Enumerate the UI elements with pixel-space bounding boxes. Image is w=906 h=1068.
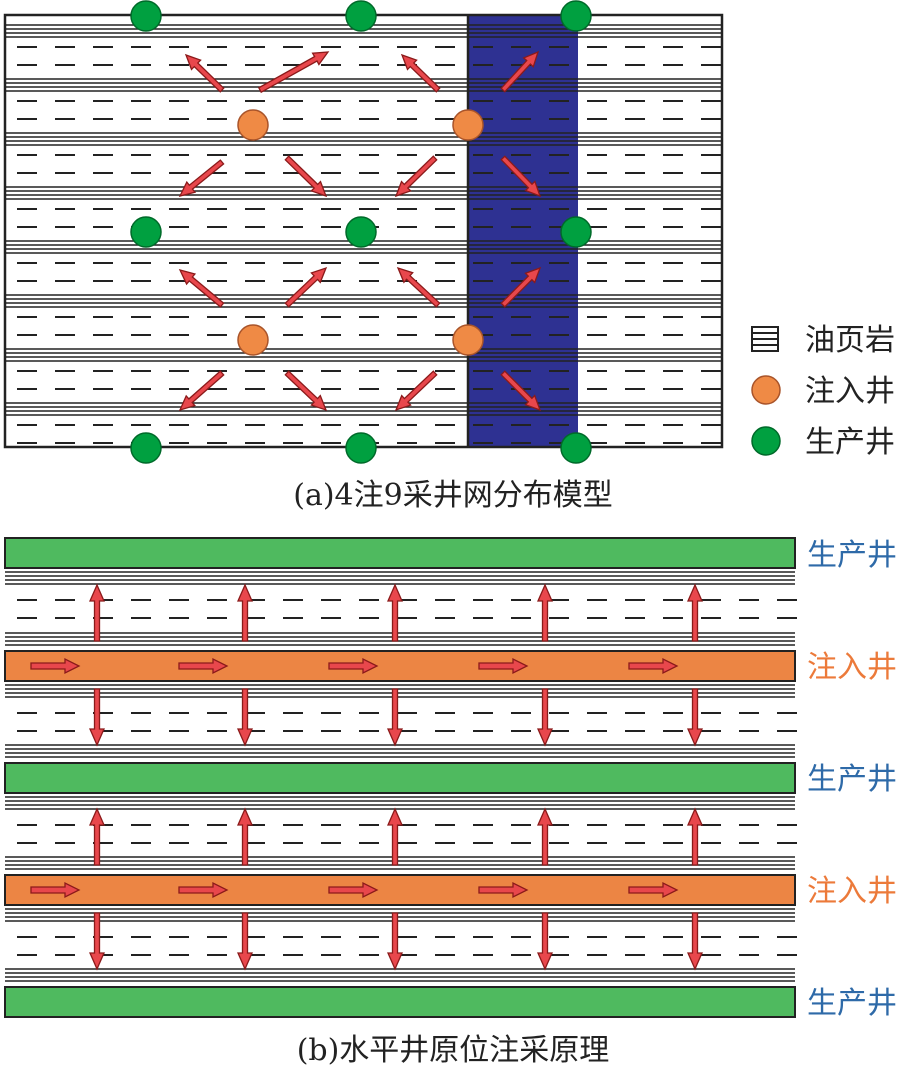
production-well-6 (560, 216, 592, 248)
production-well-3 (560, 0, 592, 32)
label-production-2: 生产井 (807, 762, 897, 797)
flow-arrow-2 (257, 51, 330, 94)
panel-b-horizontal-wells (4, 537, 797, 1018)
injection-flow-arrow-1-1 (30, 657, 81, 675)
injection-flow-arrow-1-3 (328, 657, 379, 675)
up-arrow-1-4 (537, 583, 553, 642)
flow-arrow-6 (284, 155, 328, 198)
up-arrow-2-3 (387, 807, 403, 866)
production-well-9 (560, 432, 592, 464)
up-arrow-2-4 (537, 807, 553, 866)
shale-layer-2 (5, 684, 797, 758)
up-arrow-2-2 (237, 807, 253, 866)
flow-arrow-16 (500, 370, 542, 412)
injection-well-1 (237, 109, 269, 141)
legend-shale-label: 油页岩 (805, 323, 895, 358)
flow-arrow-7 (394, 155, 438, 198)
down-arrow-2-2 (237, 912, 253, 971)
injection-flow-arrow-1-5 (628, 657, 679, 675)
legend-production-item: 生产井 (751, 425, 895, 460)
legend-injection-label: 注入井 (805, 374, 895, 409)
injection-flow-arrow-2-1 (30, 881, 81, 899)
down-arrow-2-5 (687, 912, 703, 971)
label-injection-1: 注入井 (807, 650, 897, 685)
flow-arrow-11 (396, 266, 441, 308)
production-well-legend-icon (751, 426, 781, 456)
up-arrow-1-5 (687, 583, 703, 642)
label-production-3: 生产井 (807, 986, 897, 1021)
injection-flow-arrow-2-2 (178, 881, 229, 899)
production-well-1 (130, 0, 162, 32)
production-well-bar-2 (4, 762, 796, 794)
production-well-bar-3 (4, 986, 796, 1018)
production-well-8 (345, 432, 377, 464)
up-arrow-1-2 (237, 583, 253, 642)
legend-production-label: 生产井 (805, 425, 895, 460)
flow-arrow-8 (500, 155, 542, 198)
flow-arrow-15 (394, 370, 438, 412)
injection-well-3 (237, 324, 269, 356)
down-arrow-2-3 (387, 912, 403, 971)
shale-layer-3 (5, 796, 797, 870)
production-well-2 (345, 0, 377, 32)
production-well-bar-1 (4, 537, 796, 569)
flow-arrow-14 (284, 370, 328, 412)
injection-well-2 (452, 109, 484, 141)
flow-arrow-12 (500, 266, 542, 308)
label-production-1: 生产井 (807, 538, 897, 573)
down-arrow-1-3 (387, 688, 403, 747)
up-arrow-2-5 (687, 807, 703, 866)
down-arrow-2-4 (537, 912, 553, 971)
down-arrow-1-4 (537, 688, 553, 747)
legend: 油页岩 注入井 生产井 (751, 323, 895, 460)
panel-b-side-labels: 生产井 注入井 生产井 注入井 生产井 (807, 538, 897, 1021)
flow-arrow-4 (500, 50, 540, 93)
down-arrow-1-2 (237, 688, 253, 747)
injection-flow-arrow-2-3 (328, 881, 379, 899)
injection-well-legend-icon (751, 375, 781, 405)
injection-flow-arrow-1-4 (478, 657, 529, 675)
legend-shale-item: 油页岩 (751, 323, 895, 358)
up-arrow-1-3 (387, 583, 403, 642)
down-arrow-2-1 (89, 912, 105, 971)
down-arrow-1-1 (89, 688, 105, 747)
flow-arrow-9 (178, 269, 225, 308)
up-arrow-2-1 (89, 807, 105, 866)
label-injection-2: 注入井 (807, 874, 897, 909)
panel-a-caption: (a)4注9采井网分布模型 (293, 478, 612, 513)
panel-b-caption: (b)水平井原位注采原理 (297, 1033, 610, 1068)
injection-well-4 (452, 324, 484, 356)
legend-injection-item: 注入井 (751, 374, 895, 409)
production-well-7 (130, 432, 162, 464)
injection-flow-arrow-1-2 (178, 657, 229, 675)
shale-layer-4 (5, 908, 797, 982)
flow-arrow-10 (284, 266, 328, 308)
shale-layer-1 (5, 571, 797, 646)
up-arrow-1-1 (89, 583, 105, 642)
flow-arrow-13 (178, 370, 225, 412)
production-well-5 (345, 216, 377, 248)
flow-arrow-1 (184, 53, 225, 93)
panel-a-well-pattern (3, 0, 724, 464)
flow-arrow-3 (400, 53, 441, 93)
flow-arrow-5 (178, 159, 225, 197)
production-well-4 (130, 216, 162, 248)
down-arrow-1-5 (687, 688, 703, 747)
injection-flow-arrow-2-5 (628, 881, 679, 899)
injection-flow-arrow-2-4 (478, 881, 529, 899)
